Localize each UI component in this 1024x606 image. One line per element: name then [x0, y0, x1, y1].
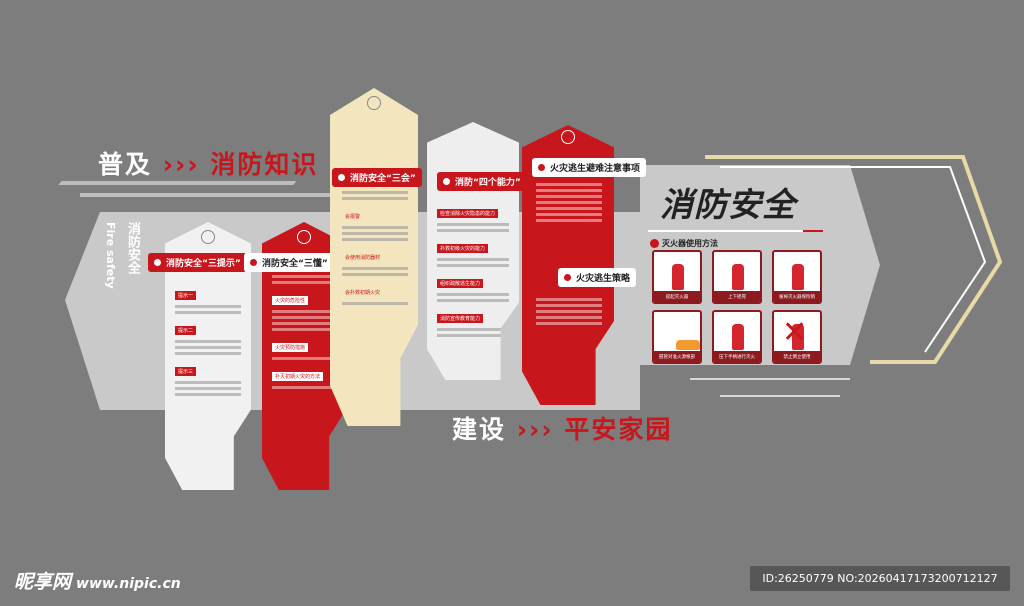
- sub-heading: 检查消除火灾隐患的能力: [437, 209, 499, 218]
- extinguisher-heading: 灭火器使用方法: [650, 238, 718, 249]
- side-label-en: Fire safety: [104, 222, 117, 289]
- step-card: 上下摇晃: [712, 250, 762, 304]
- step-card: 压下手柄进行灭火: [712, 310, 762, 364]
- fire-badge-icon: [650, 239, 659, 248]
- sub-heading: 提示一: [175, 291, 197, 300]
- panel-tips-title: 消防安全“三提示”: [148, 253, 247, 272]
- sub-heading: 扑救初级火灾的能力: [437, 244, 489, 253]
- sub-heading: 火灾预防措施: [272, 343, 309, 352]
- sub-heading: 会使用消防器材: [345, 255, 381, 261]
- headline-top: 普及 ››› 消防知识: [98, 150, 319, 179]
- fire-badge-icon: [536, 162, 547, 173]
- main-title: 消防安全: [660, 185, 796, 224]
- fire-badge-icon: [336, 172, 347, 183]
- divider: [648, 230, 823, 232]
- step-card: 握管对准火源根部: [652, 310, 702, 364]
- panel-skills-title: 消防安全“三会”: [332, 168, 422, 187]
- fire-badge-icon: [248, 257, 259, 268]
- watermark-id: ID:26250779 NO:20260417173200712127: [750, 566, 1010, 591]
- sub-heading: 扑灭初期火灾的方法: [272, 372, 324, 381]
- headline-bottom: 建设 ››› 平安家园: [452, 415, 673, 444]
- alarm-icon: [201, 230, 215, 244]
- divider: [803, 230, 823, 232]
- panel-escape-strategy-title: 火灾逃生策略: [558, 268, 637, 287]
- side-label-cn: 消防安全: [125, 222, 140, 274]
- decor-line: [720, 395, 840, 397]
- step-card: 拔掉灭火器保险销: [772, 250, 822, 304]
- prohibited-icon: ✕: [782, 315, 808, 350]
- sub-heading: 火灾的危险性: [272, 296, 309, 305]
- sub-heading: 会扑救初期火灾: [345, 290, 381, 296]
- decor-line: [690, 378, 850, 380]
- decor-line: [80, 193, 330, 197]
- step-card: ✕禁止倒立使用: [772, 310, 822, 364]
- sub-heading: 提示二: [175, 326, 197, 335]
- panel-abilities-title: 消防“四个能力”: [437, 172, 527, 191]
- alarm-icon: [367, 96, 381, 110]
- sub-heading: 组织疏散逃生能力: [437, 279, 484, 288]
- fire-badge-icon: [562, 272, 573, 283]
- alarm-icon: [297, 230, 311, 244]
- sub-heading: 提示三: [175, 367, 197, 376]
- alarm-icon: [561, 130, 575, 144]
- step-card: 提起灭火器: [652, 250, 702, 304]
- panel-understand-title: 消防安全“三懂”: [244, 253, 334, 272]
- fire-badge-icon: [441, 176, 452, 187]
- fire-badge-icon: [152, 257, 163, 268]
- panel-escape-notes-title: 火灾逃生避难注意事项: [532, 158, 647, 177]
- sub-heading: 会报警: [345, 214, 361, 220]
- sub-heading: 消防宣传教育能力: [437, 314, 484, 323]
